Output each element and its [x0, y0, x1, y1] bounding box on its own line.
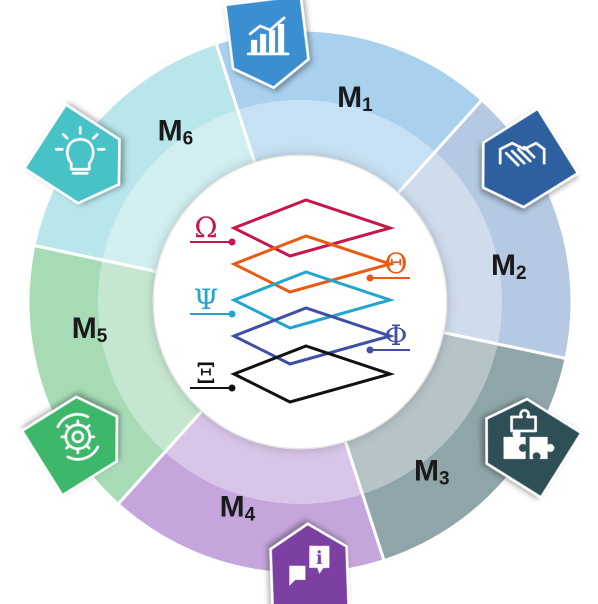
layer-stack: Ω Θ Ψ Φ Ξ: [190, 198, 410, 404]
ring-band-m6: [102, 109, 255, 272]
badge-m2: [481, 106, 580, 209]
badge-m5: [20, 395, 119, 498]
module-label-m5: M5: [72, 312, 108, 347]
module-label-m2: M2: [491, 249, 527, 284]
badge-m6: [22, 102, 121, 205]
ring-band-m1: [237, 100, 436, 194]
layer-connector-dot-5: [228, 384, 236, 392]
layer-plane-4: [230, 306, 396, 366]
badge-m3: [485, 397, 584, 500]
ring-band-m2: [397, 151, 502, 344]
layer-connector-dot-2: [366, 274, 374, 282]
layer-symbol-3: Ψ: [194, 283, 219, 316]
ring-band-m5: [97, 260, 203, 453]
layer-symbol-1: Ω: [194, 211, 217, 244]
layer-connector-dot-3: [228, 310, 236, 318]
module-label-m6: M6: [158, 114, 194, 149]
module-label-m1: M1: [337, 81, 373, 116]
layer-symbol-5: Ξ: [196, 357, 216, 390]
badge-m4: i: [269, 522, 351, 604]
layer-symbol-2: Θ: [385, 247, 408, 280]
module-label-m3: M3: [414, 455, 450, 490]
puzzle-icon: [503, 409, 555, 459]
svg-text:i: i: [316, 548, 323, 569]
ring-band-m4: [164, 410, 363, 504]
handshake-icon: [498, 141, 546, 167]
layer-plane-3: [230, 270, 396, 330]
layer-plane-5: [230, 344, 396, 404]
ring-band-m3: [345, 332, 498, 495]
layer-plane-1: [230, 198, 396, 258]
layer-connector-dot-4: [366, 346, 374, 354]
info-chat-icon: i: [289, 545, 330, 586]
module-label-m4: M4: [220, 491, 256, 526]
layer-symbol-4: Φ: [385, 319, 408, 352]
badge-m1: [223, 0, 310, 90]
ring: [26, 28, 574, 576]
layer-plane-2: [230, 234, 396, 294]
lightbulb-icon: [54, 126, 106, 175]
layer-connector-dot-1: [228, 238, 236, 246]
center-disc: [154, 156, 446, 448]
bar-chart-icon: [246, 16, 290, 56]
gear-cycle-icon: [56, 413, 100, 461]
icon-badges: i: [20, 0, 584, 604]
